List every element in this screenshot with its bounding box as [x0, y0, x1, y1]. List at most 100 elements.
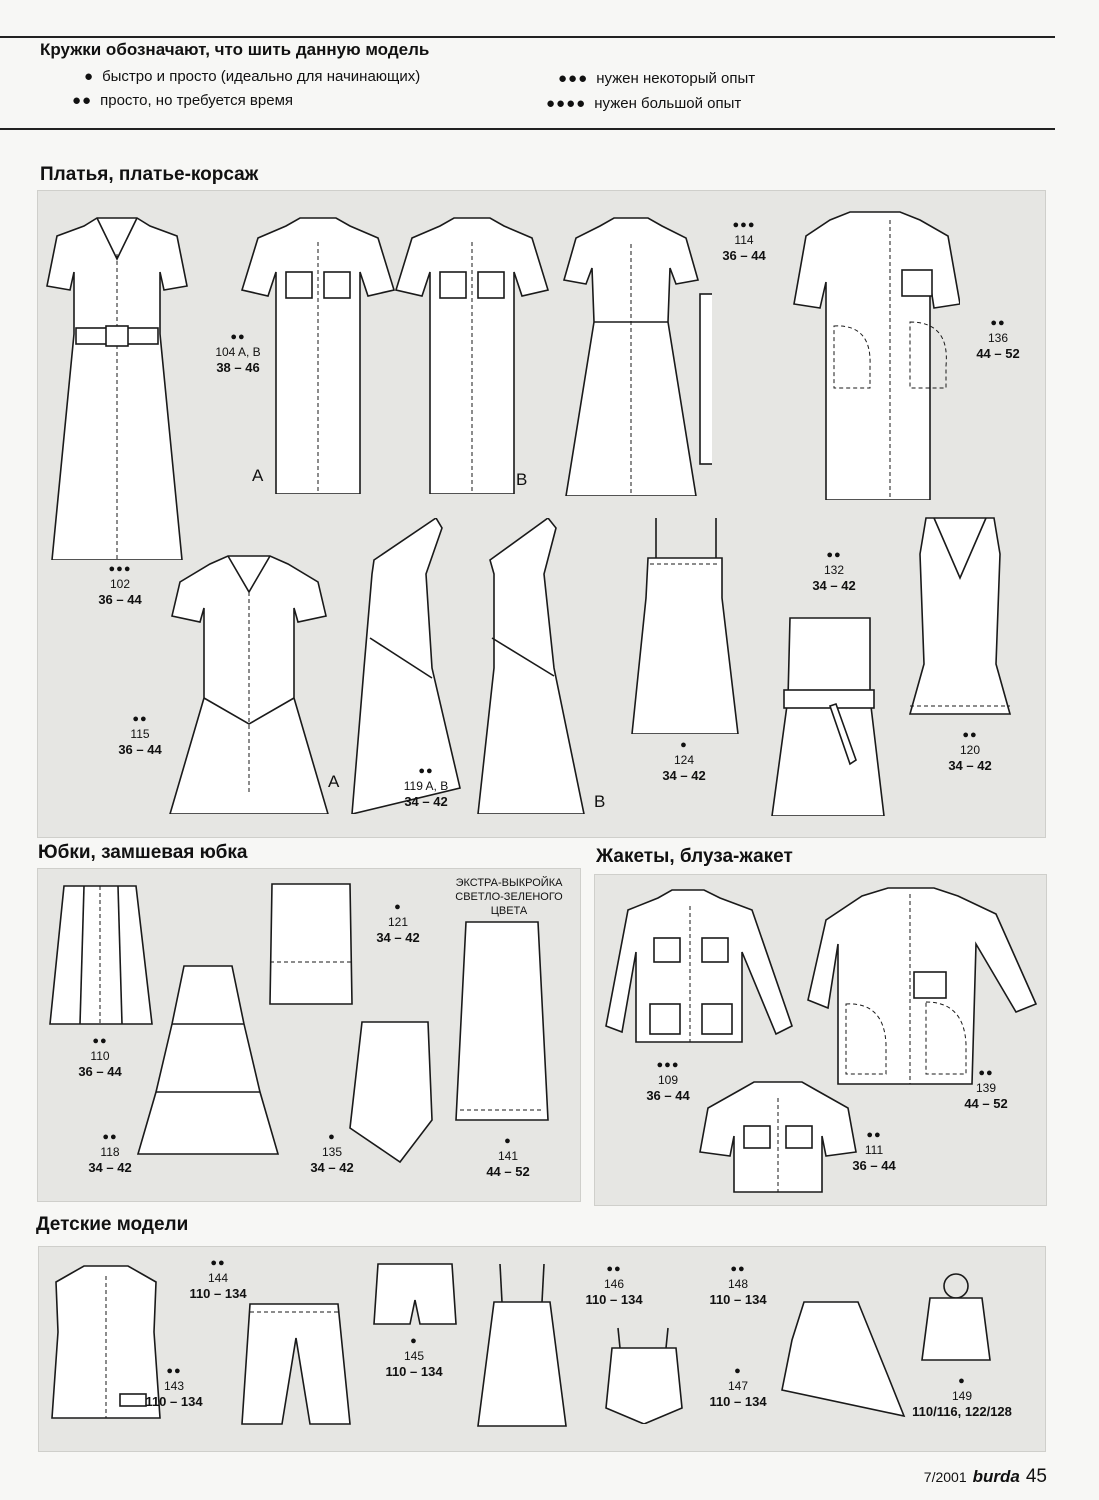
size-range: 34 – 42 — [662, 768, 706, 783]
difficulty-dots: ●● — [418, 765, 434, 777]
size-range: 44 – 52 — [486, 1164, 530, 1179]
variant-label-a: A — [252, 466, 264, 485]
model-label-102: ●●● 102 36 – 44 — [80, 562, 160, 607]
legend-text: просто, но требуется время — [100, 92, 294, 109]
size-range: 34 – 42 — [812, 578, 856, 593]
size-range: 36 – 44 — [722, 248, 766, 263]
dress-136-drawing — [790, 206, 960, 500]
legend-text: нужен большой опыт — [594, 95, 742, 112]
model-label-149: ● 149 110/116, 122/128 — [892, 1374, 1032, 1419]
difficulty-dots: ●● — [978, 1067, 994, 1079]
size-range: 110 – 134 — [709, 1292, 767, 1307]
model-label-104: ●● 104 A, B 38 – 46 — [198, 330, 278, 375]
model-number: 135 — [321, 1145, 343, 1159]
skirt-135-drawing — [346, 1020, 438, 1164]
variant-label-b: B — [516, 470, 528, 489]
model-number: 102 — [109, 577, 131, 591]
difficulty-dots: ●●● — [732, 219, 756, 231]
difficulty-dots: ●● — [230, 331, 246, 343]
difficulty-dots: ●●●● — [546, 95, 587, 112]
difficulty-dots: ●● — [210, 1257, 226, 1269]
model-number: 124 — [673, 753, 695, 767]
section-title-jackets: Жакеты, блуза-жакет — [596, 846, 793, 867]
difficulty-dots: ●● — [132, 713, 148, 725]
model-number: 120 — [959, 743, 981, 757]
model-number: 139 — [975, 1081, 997, 1095]
difficulty-dots: ● — [504, 1135, 512, 1147]
page-number: 45 — [1025, 1466, 1047, 1487]
legend-text: нужен некоторый опыт — [596, 70, 756, 87]
model-number: 149 — [951, 1389, 973, 1403]
skirt-118-drawing — [136, 964, 280, 1160]
size-range: 38 – 46 — [216, 360, 260, 375]
difficulty-dots: ● — [958, 1375, 966, 1387]
model-number: 144 — [207, 1271, 229, 1285]
kids-skirt-148-drawing — [778, 1300, 910, 1418]
difficulty-dots: ●● — [72, 92, 93, 109]
difficulty-dots: ● — [328, 1131, 336, 1143]
size-range: 34 – 42 — [310, 1160, 354, 1175]
model-label-121: ● 121 34 – 42 — [358, 900, 438, 945]
model-number: 119 A, B — [403, 779, 449, 793]
dress-115-drawing — [168, 552, 330, 814]
model-label-145: ● 145 110 – 134 — [374, 1334, 454, 1379]
model-number: 148 — [727, 1277, 749, 1291]
model-number: 136 — [987, 331, 1009, 345]
model-label-139: ●● 139 44 – 52 — [946, 1066, 1026, 1111]
difficulty-dots: ●●● — [558, 70, 589, 87]
difficulty-dots: ●●● — [656, 1059, 680, 1071]
size-range: 110 – 134 — [145, 1394, 203, 1409]
model-label-132: ●● 132 34 – 42 — [794, 548, 874, 593]
size-range: 36 – 44 — [98, 592, 142, 607]
model-number: 132 — [823, 563, 845, 577]
kids-shorts-145-drawing — [372, 1262, 458, 1328]
size-range: 110 – 134 — [585, 1292, 643, 1307]
dress-119a-drawing — [346, 518, 462, 814]
size-range: 44 – 52 — [976, 346, 1020, 361]
difficulty-dots: ●● — [866, 1129, 882, 1141]
model-number: 145 — [403, 1349, 425, 1363]
dress-104a-drawing — [238, 212, 398, 494]
model-number: 143 — [163, 1379, 185, 1393]
model-number: 141 — [497, 1149, 519, 1163]
variant-label-a: A — [328, 772, 340, 791]
size-range: 44 – 52 — [964, 1096, 1008, 1111]
model-label-120: ●● 120 34 – 42 — [930, 728, 1010, 773]
model-label-119: ●● 119 A, B 34 – 42 — [386, 764, 466, 809]
difficulty-dots: ● — [680, 739, 688, 751]
section-title-skirts: Юбки, замшевая юбка — [38, 842, 248, 863]
size-range: 34 – 42 — [404, 794, 448, 809]
size-range: 34 – 42 — [376, 930, 420, 945]
model-label-118: ●● 118 34 – 42 — [70, 1130, 150, 1175]
size-range: 34 – 42 — [948, 758, 992, 773]
difficulty-dots: ● — [394, 901, 402, 913]
skirt-141-drawing — [452, 920, 552, 1126]
size-range: 110 – 134 — [189, 1286, 247, 1301]
difficulty-dots: ●● — [730, 1263, 746, 1275]
difficulty-dots: ●● — [92, 1035, 108, 1047]
model-label-115: ●● 115 36 – 44 — [100, 712, 180, 757]
model-label-144: ●● 144 110 – 134 — [178, 1256, 258, 1301]
page-footer: 7/2001 burda 45 — [924, 1466, 1047, 1488]
model-label-143: ●● 143 110 – 134 — [134, 1364, 214, 1409]
extra-pattern-note: ЭКСТРА-ВЫКРОЙКА СВЕТЛО-ЗЕЛЕНОГО ЦВЕТА — [444, 876, 574, 918]
model-number: 121 — [387, 915, 409, 929]
skirt-121-drawing — [266, 882, 358, 1006]
model-number: 111 — [864, 1143, 884, 1157]
legend-item-1: ● быстро и просто (идеально для начинающ… — [84, 68, 420, 85]
model-number: 147 — [727, 1379, 749, 1393]
dress-124-drawing — [626, 518, 742, 734]
size-range: 110 – 134 — [385, 1364, 443, 1379]
difficulty-dots: ●● — [606, 1263, 622, 1275]
model-label-146: ●● 146 110 – 134 — [574, 1262, 654, 1307]
kids-halter-149-drawing — [916, 1268, 996, 1364]
model-number: 109 — [657, 1073, 679, 1087]
dress-132-drawing — [766, 614, 890, 816]
difficulty-dots: ● — [410, 1335, 418, 1347]
brand-logo: burda — [972, 1467, 1020, 1486]
legend-item-2: ●● просто, но требуется время — [72, 92, 293, 109]
size-range: 36 – 44 — [852, 1158, 896, 1173]
model-number: 146 — [603, 1277, 625, 1291]
model-number: 118 — [100, 1145, 120, 1159]
legend-item-3: ●●● нужен некоторый опыт — [558, 70, 755, 87]
